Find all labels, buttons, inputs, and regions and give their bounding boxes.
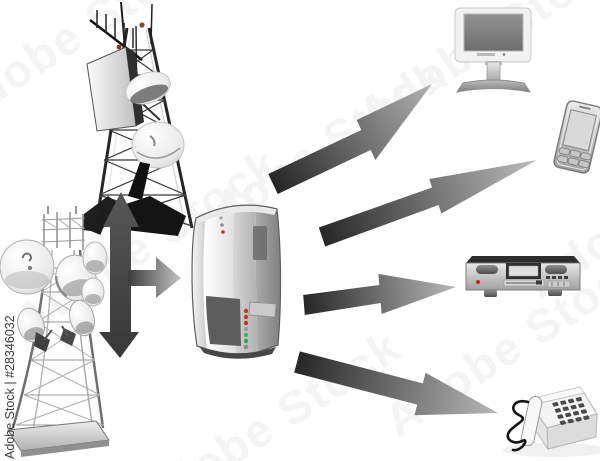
server-dark-panel: [206, 296, 241, 346]
beacon-light: [139, 22, 145, 28]
updown-arrow: [99, 192, 181, 358]
dvd-buttons: [546, 276, 568, 279]
phone-screen: [562, 109, 597, 152]
drum-antenna-icon: [81, 241, 108, 307]
satellite-dish-icon: [125, 71, 171, 105]
server-icon: [191, 204, 282, 359]
monitor-icon: [454, 7, 532, 93]
power-led: [476, 280, 480, 284]
watermark-id-text: Adobe Stock | #28346032: [3, 315, 17, 459]
phone-keypad: [557, 147, 592, 169]
desk-phone-icon: [503, 386, 600, 457]
right-branch-arrow: [128, 257, 181, 298]
server-status-leds: [219, 216, 249, 350]
phone-handset: [520, 396, 543, 447]
dvd-player-icon: [465, 256, 581, 297]
arrow-server-to-desk-phone: [294, 351, 498, 416]
broadcast-arrows: [268, 84, 537, 416]
arrow-server-to-dvd-player: [303, 274, 456, 315]
arrow-server-to-mobile-phone: [318, 160, 537, 247]
monitor-screen: [463, 13, 524, 52]
mobile-phone-icon: [553, 100, 600, 174]
arrow-server-to-monitor: [268, 84, 432, 194]
phone-cord: [506, 399, 530, 452]
drum-antenna-icon: [0, 239, 55, 295]
monitor-base: [455, 79, 532, 93]
server-handle: [253, 226, 267, 260]
beacon-light: [116, 44, 122, 50]
server-drive-bay: [248, 301, 277, 318]
phone-keypad: [552, 397, 590, 425]
large-antenna-tower: [82, 1, 194, 236]
satellite-dish-icon: [131, 121, 185, 169]
horn-antenna-icon: [69, 299, 95, 337]
